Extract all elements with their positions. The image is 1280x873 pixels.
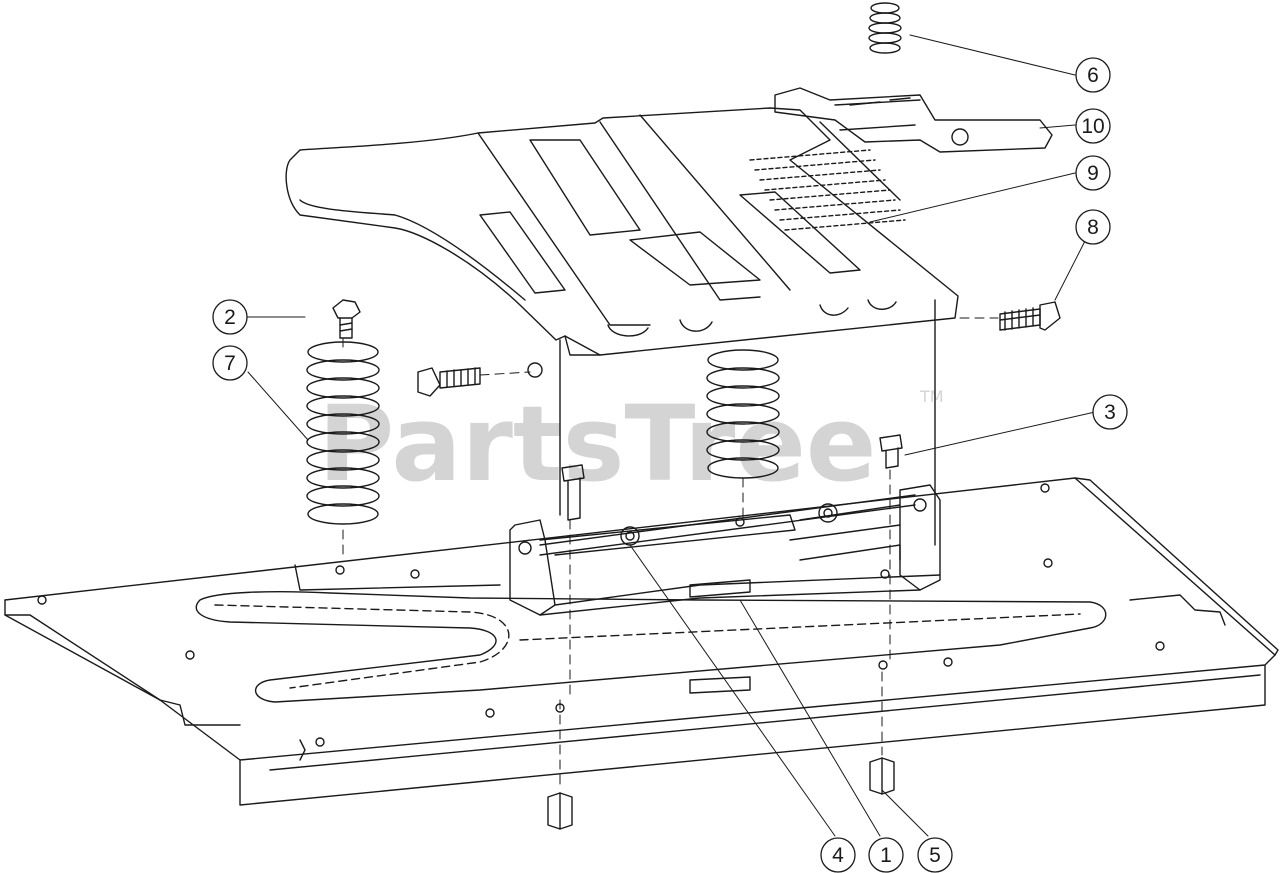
watermark-text: PartsTree — [318, 383, 876, 505]
callout-label-9: 9 — [1087, 162, 1099, 185]
callout-label-8: 8 — [1087, 216, 1099, 239]
bolt-side-left — [417, 367, 481, 397]
pivot-rod — [539, 494, 916, 556]
callout-circle-2 — [212, 299, 248, 335]
spring-small — [868, 2, 902, 54]
callout-circle-5 — [917, 837, 953, 873]
callout-circle-8 — [1075, 209, 1111, 245]
callout-circle-6 — [1075, 57, 1111, 93]
deck-holes — [37, 483, 1165, 747]
watermark: PartsTree TM — [318, 383, 944, 505]
bolt-side-right — [999, 301, 1061, 331]
leader-lines — [245, 34, 1096, 837]
carriage-bolt-right — [879, 434, 903, 469]
watermark-trademark: TM — [919, 387, 944, 406]
callout-circle-4 — [820, 837, 856, 873]
callout-circle-9 — [1075, 155, 1111, 191]
callout-label-7: 7 — [224, 352, 236, 375]
callout-labels: 6 10 9 8 3 2 7 4 1 5 — [224, 64, 1116, 867]
callout-circles — [212, 57, 1128, 873]
callout-circle-7 — [212, 345, 248, 381]
slide-bracket — [774, 87, 1053, 153]
callout-label-3: 3 — [1104, 401, 1116, 424]
callout-circle-10 — [1075, 108, 1111, 144]
nut-bottom-right — [869, 757, 895, 795]
callout-label-2: 2 — [224, 306, 236, 329]
base-deck-plate — [4, 477, 1279, 806]
callout-label-10: 10 — [1081, 115, 1104, 138]
spring-center — [706, 349, 780, 479]
callout-label-1: 1 — [880, 844, 892, 867]
callout-circle-1 — [868, 837, 904, 873]
carriage-bolt-left — [561, 464, 585, 521]
callout-label-4: 4 — [832, 844, 844, 867]
seat-mounting-pan — [285, 107, 959, 546]
assembly-lines — [342, 317, 999, 791]
nut-bottom-left — [547, 792, 573, 830]
callout-label-5: 5 — [929, 844, 941, 867]
callout-circle-3 — [1092, 394, 1128, 430]
bolt-top — [332, 299, 361, 339]
callout-label-6: 6 — [1087, 64, 1099, 87]
